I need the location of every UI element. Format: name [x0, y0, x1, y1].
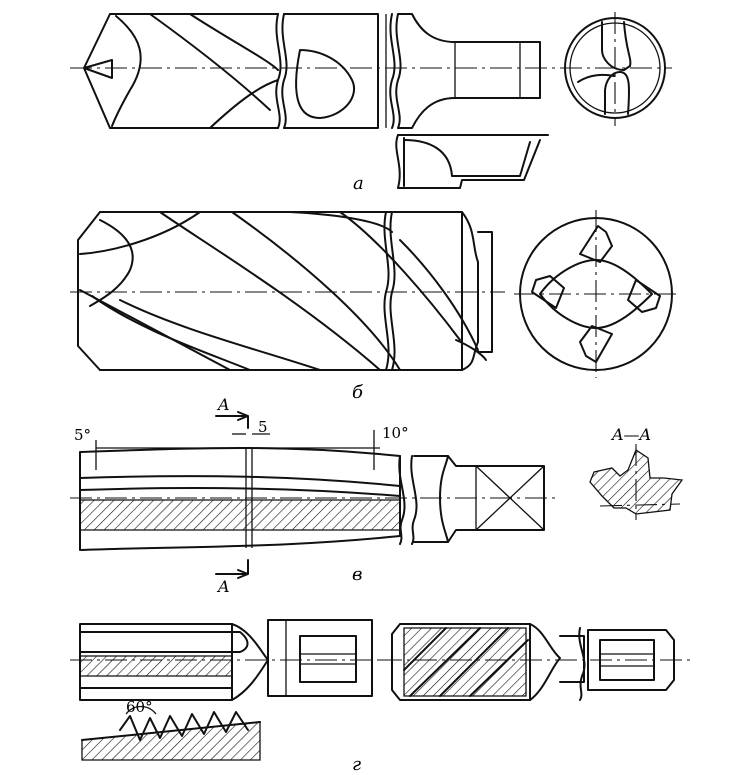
reamer-v: 5° 5 10° A A A—A в [70, 395, 684, 596]
drill-a: а [70, 12, 672, 194]
label-a: а [353, 173, 364, 194]
label-b: б [352, 382, 364, 403]
dim-5deg: 5° [74, 426, 91, 444]
taps-g: 60° г [70, 619, 690, 775]
section-mark-top: A [216, 395, 230, 414]
dim-60deg: 60° [126, 698, 153, 716]
drill-b: б [70, 210, 680, 403]
dim-5: 5 [258, 418, 268, 436]
dim-10deg: 10° [382, 424, 409, 442]
label-v: в [352, 564, 362, 585]
label-g: г [352, 754, 361, 775]
section-mark-bottom: A [216, 577, 230, 596]
section-title: A—A [610, 425, 651, 444]
